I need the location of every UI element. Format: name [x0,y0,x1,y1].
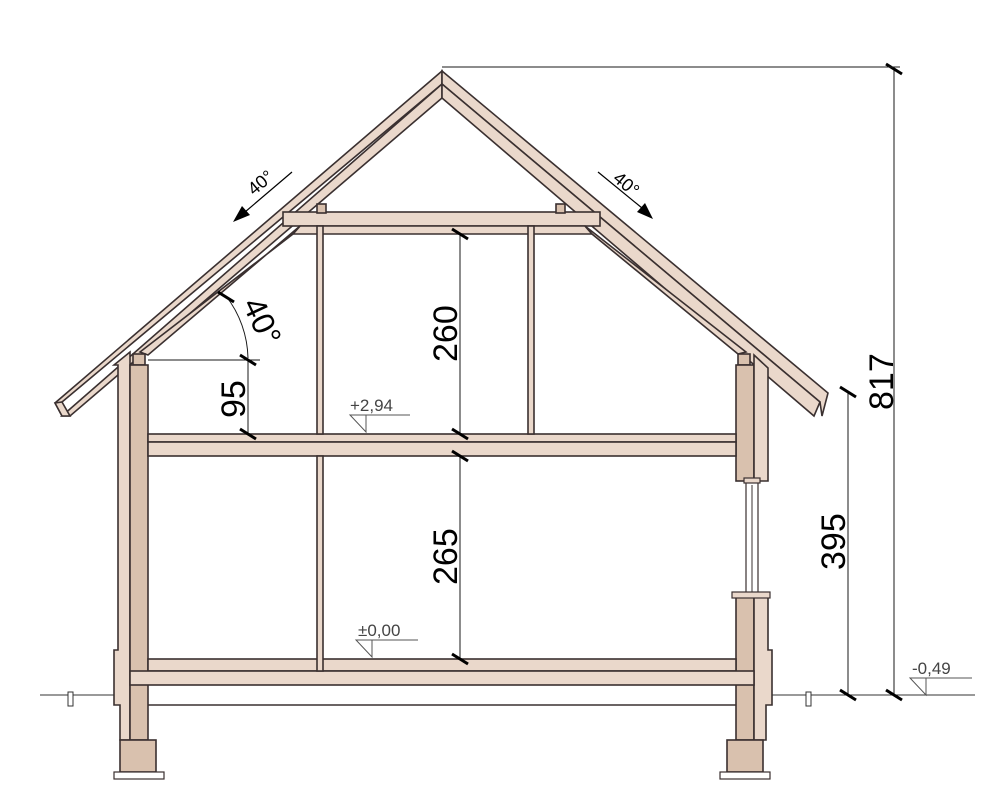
window-sill [731,591,771,599]
tick-eave-top [839,385,857,399]
foundations [113,739,771,780]
tick-total-bottom [885,688,903,702]
collar-beam [282,211,601,227]
level-terrain-symbol [908,677,927,697]
level-ground-symbol [354,639,373,659]
tick-ground-bottom [451,652,469,666]
dim-ground-value: 265 [427,528,465,585]
dim-kneewall-value: 95 [215,380,253,418]
tick-total-top [885,62,903,76]
wall-plate-left [132,353,146,366]
right-wall-core [735,364,755,482]
level-ground: ±0,00 [354,621,418,659]
left-ceiling-slope [138,225,301,356]
right-wall-lower [735,596,755,741]
walls [111,350,773,741]
footing-right [726,739,764,773]
roof [53,69,829,418]
left-eave-end [53,401,72,417]
footing-right-base [719,771,771,780]
arrow-right-head [637,203,653,219]
dim-attic-value: 260 [427,305,465,362]
attic-post-left [316,225,324,435]
window-head [743,477,761,484]
ground-slab [129,670,755,686]
level-attic: +2,94 [348,396,410,434]
tick-angle [217,290,235,304]
right-wall-outer-upper [753,353,769,482]
dim-eave-value: 395 [815,513,853,570]
arrow-right-shaft [597,171,643,209]
ground-partition [316,455,324,672]
floors [129,433,755,706]
level-attic-symbol [348,414,367,434]
terrain [40,691,975,707]
level-terrain-value: -0,49 [912,659,951,678]
tick-kneewall-bottom [239,427,257,441]
wall-plate-right [737,353,751,366]
pitch-right-value: 40° [609,168,643,201]
level-ground-value: ±0,00 [358,621,400,640]
terrain-marker-right [805,691,812,707]
tick-ground-top [451,449,469,463]
dimensions [148,62,903,702]
right-rafter-inner [441,82,821,418]
tick-eave-bottom [839,688,857,702]
angle-interior-value: 40° [236,292,289,351]
tick-attic-top [451,227,469,241]
purlin-left [316,203,327,214]
ceiling-board [291,225,594,235]
terrain-marker-left [67,691,74,707]
left-wall-outer [111,350,131,741]
partitions [316,225,535,672]
purlin-right [555,203,566,214]
pitch-left-value: 40° [244,166,278,199]
right-ceiling-slope [584,225,748,355]
attic-floor-finish [147,433,737,443]
level-terrain: -0,49 [908,659,972,697]
ground-floor-finish [147,658,737,672]
footing-left-base [113,771,165,780]
attic-post-right [527,225,535,435]
arrow-left-head [233,206,250,222]
arrow-left-shaft [244,171,293,213]
footing-left [119,739,157,773]
tick-attic-bottom [451,427,469,441]
right-rafter [441,69,829,417]
tick-kneewall-top [239,353,257,367]
first-floor-slab [147,441,737,457]
right-wall-outer-lower [753,596,773,741]
dim-total-value: 817 [863,353,901,410]
level-attic-value: +2,94 [350,396,393,415]
